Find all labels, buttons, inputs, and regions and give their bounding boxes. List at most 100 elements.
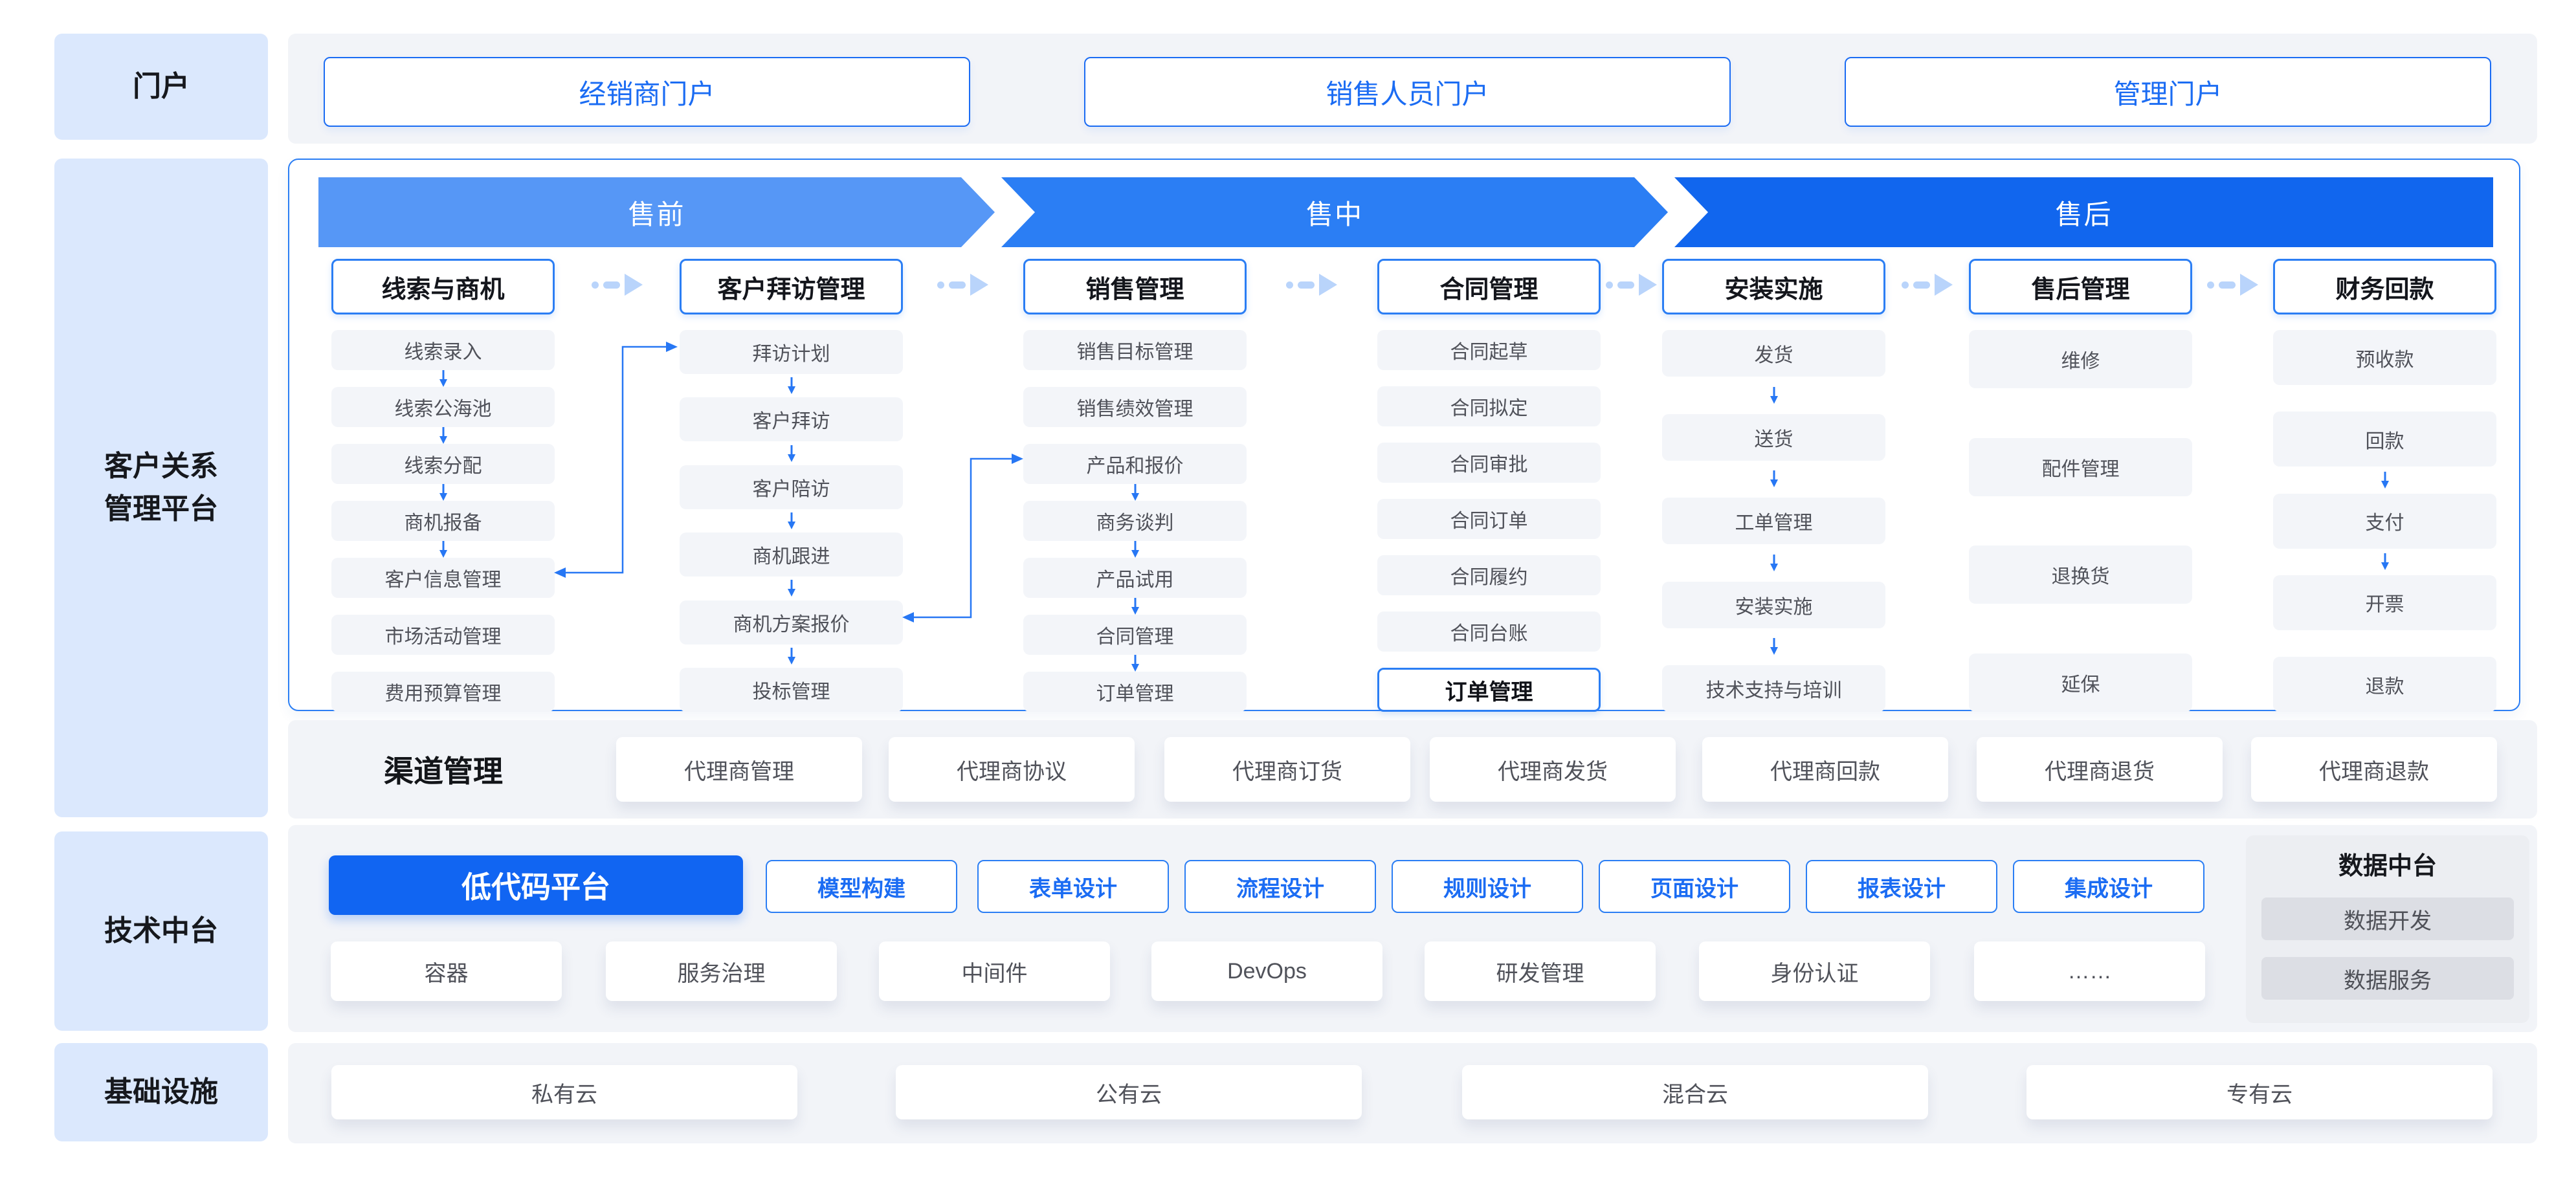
module-item[interactable]: 配件管理 (1969, 437, 2192, 496)
tech-tool-card[interactable]: …… (1974, 941, 2205, 1001)
module-item[interactable]: 订单管理 (1023, 672, 1247, 712)
data-platform-button[interactable]: 数据开发 (2261, 897, 2514, 940)
data-platform-button[interactable]: 数据服务 (2261, 957, 2514, 1000)
dashed-flow-arrow-icon (1901, 274, 1953, 296)
crm-column-2: 客户拜访管理拜访计划 客户拜访 客户陪访 商机跟进 商机方案报价 投标管理 (680, 259, 903, 712)
module-item[interactable]: 费用预算管理 (331, 672, 555, 712)
admin-portal-button[interactable]: 管理门户 (1845, 57, 2491, 127)
crm-column-header[interactable]: 客户拜访管理 (680, 259, 903, 314)
down-arrow-icon (438, 541, 449, 558)
design-tool-button[interactable]: 流程设计 (1184, 860, 1376, 913)
down-arrow-icon (786, 377, 797, 395)
module-item[interactable]: 发货 (1662, 330, 1885, 377)
module-item[interactable]: 线索公海池 (331, 387, 555, 427)
design-tool-button[interactable]: 模型构建 (766, 860, 957, 913)
module-item[interactable]: 送货 (1662, 413, 1885, 461)
crm-column-4: 合同管理合同起草合同拟定合同审批合同订单合同履约合同台账订单管理 (1377, 259, 1601, 712)
channel-card[interactable]: 代理商退款 (2251, 737, 2497, 802)
channel-card[interactable]: 代理商发货 (1430, 737, 1676, 802)
tech-tool-card[interactable]: 研发管理 (1425, 941, 1656, 1001)
item-gap (331, 484, 555, 501)
crm-column-header[interactable]: 安装实施 (1662, 259, 1885, 314)
module-item[interactable]: 合同台账 (1377, 611, 1601, 652)
lowcode-platform-button[interactable]: 低代码平台 (329, 855, 743, 915)
module-item[interactable]: 合同履约 (1377, 555, 1601, 595)
crm-column-header[interactable]: 财务回款 (2273, 259, 2496, 314)
crm-column-header[interactable]: 线索与商机 (331, 259, 555, 314)
module-item[interactable]: 销售目标管理 (1023, 330, 1247, 370)
tech-tool-card[interactable]: 中间件 (879, 941, 1110, 1001)
tech-tool-card[interactable]: 容器 (331, 941, 562, 1001)
module-item[interactable]: 线索录入 (331, 330, 555, 370)
module-item[interactable]: 开票 (2273, 575, 2496, 630)
cloud-card[interactable]: 混合云 (1462, 1065, 1928, 1119)
module-item[interactable]: 商机报备 (331, 501, 555, 541)
channel-card[interactable]: 代理商退货 (1977, 737, 2223, 802)
module-item[interactable]: 合同起草 (1377, 330, 1601, 370)
item-gap (331, 655, 555, 672)
item-gap (1662, 461, 1885, 498)
tech-tool-card[interactable]: DevOps (1151, 941, 1382, 1001)
design-tool-button[interactable]: 页面设计 (1599, 860, 1790, 913)
module-item[interactable]: 商机方案报价 (680, 600, 903, 644)
module-item[interactable]: 退换货 (1969, 545, 2192, 604)
down-arrow-icon (1129, 655, 1141, 672)
design-tool-button[interactable]: 表单设计 (977, 860, 1169, 913)
module-item[interactable]: 市场活动管理 (331, 615, 555, 655)
tech-tool-card[interactable]: 服务治理 (606, 941, 837, 1001)
module-item[interactable]: 客户陪访 (680, 465, 903, 509)
module-item[interactable]: 预收款 (2273, 330, 2496, 385)
cloud-card[interactable]: 公有云 (896, 1065, 1362, 1119)
crm-platform-container: 售前 售中 售后 线索与商机线索录入 线索公海池 线索分配 商机报备 客户信息管… (288, 159, 2520, 712)
module-item[interactable]: 合同订单 (1377, 499, 1601, 539)
module-item[interactable]: 产品和报价 (1023, 444, 1247, 484)
module-item[interactable]: 拜访计划 (680, 330, 903, 374)
channel-card[interactable]: 代理商协议 (889, 737, 1135, 802)
module-item[interactable]: 客户信息管理 (331, 558, 555, 598)
channel-card[interactable]: 代理商回款 (1702, 737, 1948, 802)
module-item[interactable]: 订单管理 (1377, 668, 1601, 712)
item-gap (680, 577, 903, 600)
module-item[interactable]: 技术支持与培训 (1662, 665, 1885, 712)
module-item[interactable]: 合同管理 (1023, 615, 1247, 655)
sidebar-label-portal: 门户 (54, 34, 268, 140)
module-item[interactable]: 维修 (1969, 330, 2192, 388)
module-item[interactable]: 投标管理 (680, 668, 903, 712)
module-item[interactable]: 线索分配 (331, 444, 555, 484)
crm-column-header[interactable]: 合同管理 (1377, 259, 1601, 314)
item-gap (1377, 426, 1601, 443)
item-gap (1969, 496, 2192, 546)
item-gap (680, 509, 903, 533)
module-item[interactable]: 商机跟进 (680, 533, 903, 577)
design-tool-button[interactable]: 规则设计 (1392, 860, 1583, 913)
crm-column-header[interactable]: 销售管理 (1023, 259, 1247, 314)
cloud-card[interactable]: 专有云 (2026, 1065, 2493, 1119)
module-item[interactable]: 客户拜访 (680, 397, 903, 442)
crm-column-items: 销售目标管理销售绩效管理产品和报价 商务谈判 产品试用 合同管理 订单管理 (1023, 330, 1247, 712)
channel-management-label: 渠道管理 (384, 754, 503, 788)
channel-card[interactable]: 代理商订货 (1164, 737, 1410, 802)
module-item[interactable]: 工单管理 (1662, 498, 1885, 544)
module-item[interactable]: 支付 (2273, 493, 2496, 549)
crm-column-header[interactable]: 售后管理 (1969, 259, 2192, 314)
module-item[interactable]: 回款 (2273, 412, 2496, 467)
dealer-portal-button[interactable]: 经销商门户 (324, 57, 970, 127)
dashed-flow-arrow-icon (2206, 274, 2258, 296)
module-item[interactable]: 合同审批 (1377, 443, 1601, 483)
module-item[interactable]: 商务谈判 (1023, 501, 1247, 541)
channel-card[interactable]: 代理商管理 (616, 737, 862, 802)
design-tool-button[interactable]: 集成设计 (2013, 860, 2204, 913)
module-item[interactable]: 产品试用 (1023, 558, 1247, 598)
cloud-card[interactable]: 私有云 (331, 1065, 797, 1119)
design-tool-button[interactable]: 报表设计 (1806, 860, 1997, 913)
module-item[interactable]: 安装实施 (1662, 581, 1885, 628)
module-item[interactable]: 销售绩效管理 (1023, 387, 1247, 427)
dashed-flow-arrow-icon (1605, 274, 1657, 296)
tech-tool-card[interactable]: 身份认证 (1699, 941, 1930, 1001)
module-item[interactable]: 合同拟定 (1377, 386, 1601, 426)
down-arrow-icon (786, 512, 797, 530)
sales-portal-button[interactable]: 销售人员门户 (1084, 57, 1731, 127)
module-item[interactable]: 延保 (1969, 654, 2192, 712)
module-item[interactable]: 退款 (2273, 657, 2496, 712)
